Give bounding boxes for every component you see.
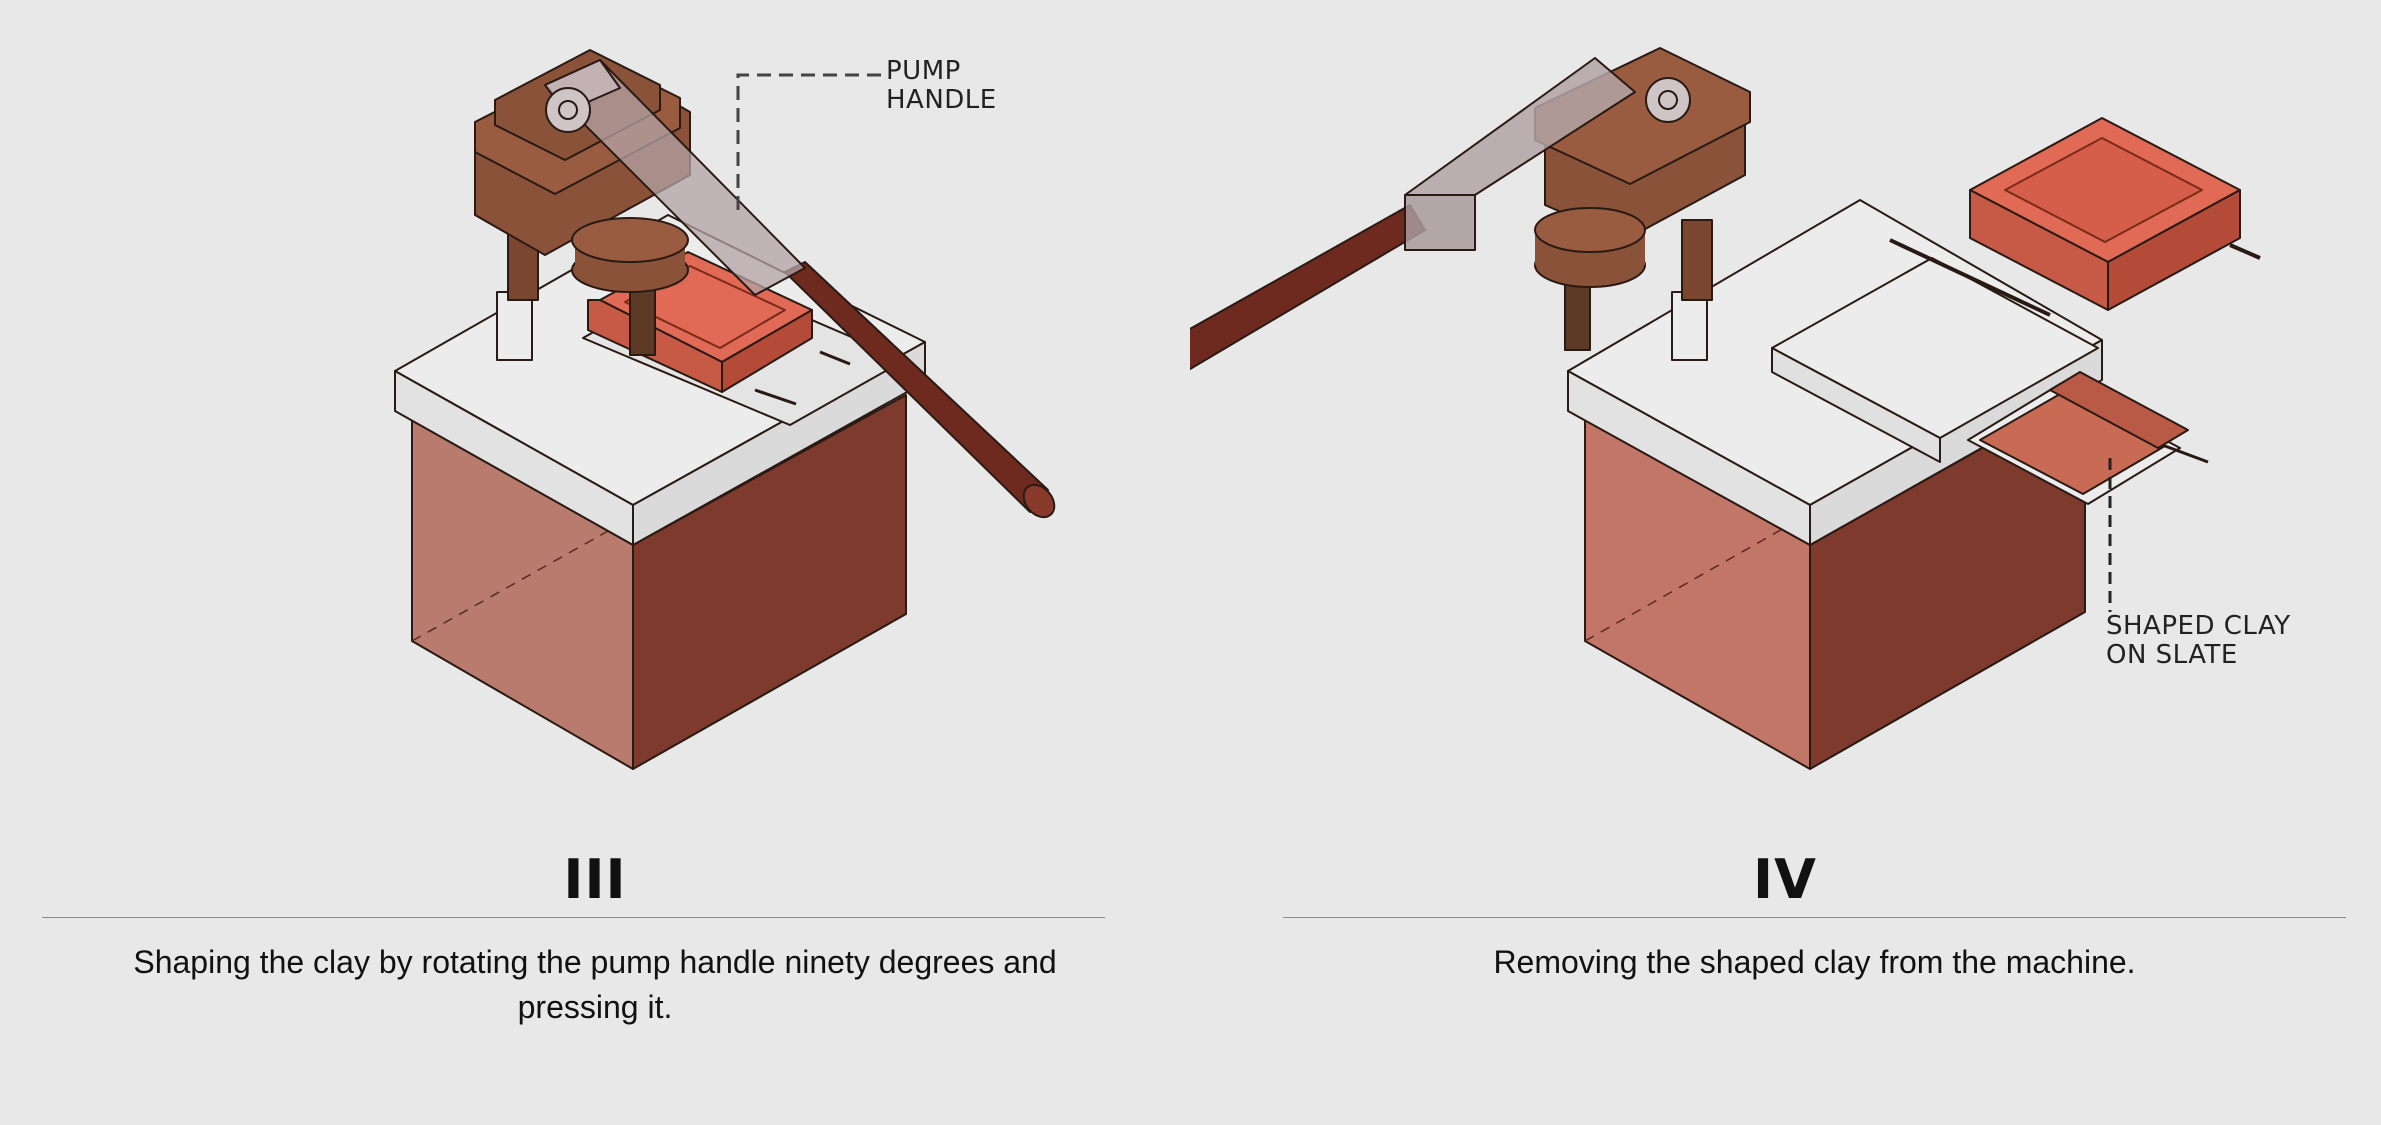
callout-line-2: ON SLATE — [2106, 640, 2238, 670]
callout-pump-handle: PUMP HANDLE — [886, 57, 997, 115]
step-caption: Removing the shaped clay from the machin… — [1493, 944, 2136, 980]
panel-step-4: SHAPED CLAY ON SLATE IV Removing the sha… — [1190, 0, 2380, 1125]
step-numeral: III — [563, 848, 627, 911]
pump-handle-rod — [1190, 204, 1426, 371]
step-numeral: IV — [1753, 848, 1817, 911]
callout-line-1: SHAPED CLAY — [2106, 611, 2291, 641]
callout-line-2: HANDLE — [886, 85, 997, 115]
press-illustration-step-3 — [394, 49, 1056, 770]
divider-rule — [42, 917, 1105, 918]
callout-leader-pump-handle — [736, 73, 888, 210]
divider-rule — [1283, 917, 2346, 918]
panel-step-3: PUMP HANDLE III Shaping the clay by rota… — [0, 0, 1190, 1125]
press-illustration-step-4 — [1190, 47, 2261, 770]
step-caption: Shaping the clay by rotating the pump ha… — [133, 944, 1057, 1025]
callout-shaped-clay: SHAPED CLAY ON SLATE — [2106, 612, 2291, 670]
callout-line-1: PUMP — [886, 56, 961, 86]
base-box-side — [632, 394, 907, 770]
